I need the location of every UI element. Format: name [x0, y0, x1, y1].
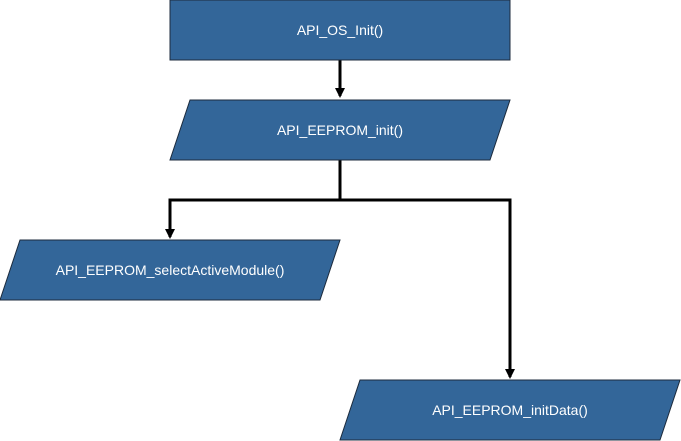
node-os-init-label: API_OS_Init()	[297, 22, 383, 38]
node-init-data[interactable]: API_EEPROM_initData()	[339, 379, 681, 441]
connectors	[165, 60, 515, 379]
node-init-data-label: API_EEPROM_initData()	[432, 402, 588, 418]
node-init-data-shape	[339, 379, 681, 441]
node-eeprom-init-label: API_EEPROM_init()	[277, 122, 403, 138]
node-eeprom-init-shape	[169, 99, 511, 161]
node-os-init-shape	[169, 0, 511, 61]
edge-eeprom-init-to-select-active-module	[165, 160, 342, 239]
node-select-active-module[interactable]: API_EEPROM_selectActiveModule()	[0, 239, 341, 301]
edge-eeprom-init-to-init-data	[340, 198, 515, 379]
node-select-active-module-label: API_EEPROM_selectActiveModule()	[56, 262, 285, 278]
node-eeprom-init[interactable]: API_EEPROM_init()	[169, 99, 511, 161]
node-select-active-module-shape	[0, 239, 341, 301]
node-os-init[interactable]: API_OS_Init()	[169, 0, 511, 61]
